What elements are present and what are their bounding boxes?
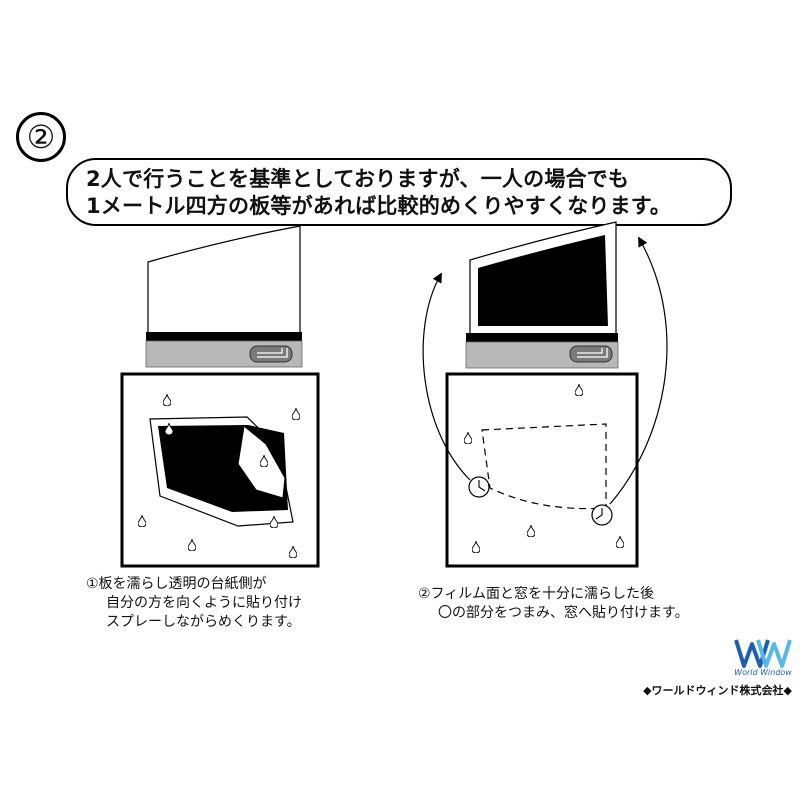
company-name: ◆ワールドウィンド株式会社◆: [643, 684, 792, 697]
right-board: [445, 372, 639, 568]
intro-speech-box: 2人で行うことを基準としておりますが、一人の場合でも 1メートル四方の板等があれ…: [66, 158, 732, 226]
right-window-film: [478, 235, 608, 326]
caption-step-2: ②フィルム面と窓を十分に濡らした後 〇の部分をつまみ、窓へ貼り付けます。: [418, 585, 689, 623]
right-door-handle-icon: [569, 345, 613, 363]
step-number-badge: ②: [16, 112, 66, 162]
caption-1-line-1: ①板を濡らし透明の台紙側が: [86, 576, 267, 592]
lift-arrow-right-icon: [609, 236, 668, 505]
grip-point-right-icon: [591, 504, 613, 526]
left-door-top-trim: [146, 332, 302, 341]
caption-step-1: ①板を濡らし透明の台紙側が 自分の方を向くように貼り付け スプレーしながらめくり…: [86, 575, 302, 632]
lift-arrow-left-icon: [422, 272, 471, 481]
logo-subtitle: World Window: [734, 668, 792, 677]
grip-point-left-icon: [468, 476, 490, 498]
caption-2-line-1: ②フィルム面と窓を十分に濡らした後: [418, 586, 654, 602]
right-door-top-trim: [466, 333, 618, 342]
caption-1-line-3: スプレーしながらめくります。: [106, 614, 301, 630]
ww-logo-mark-icon: [734, 639, 792, 668]
left-window-glass: [147, 225, 301, 336]
left-board: [120, 372, 320, 568]
caption-2-line-2: 〇の部分をつまみ、窓へ貼り付けます。: [438, 605, 689, 621]
intro-line-1: 2人で行うことを基準としておりますが、一人の場合でも: [86, 167, 630, 191]
world-window-logo: World Window: [730, 636, 796, 682]
caption-1-line-2: 自分の方を向くように貼り付け: [106, 595, 302, 611]
right-car-door: [465, 221, 619, 369]
left-car-door: [145, 225, 303, 368]
left-door-handle-icon: [249, 345, 293, 363]
intro-line-2: 1メートル四方の板等があれば比較的めくりやすくなります。: [86, 194, 672, 218]
